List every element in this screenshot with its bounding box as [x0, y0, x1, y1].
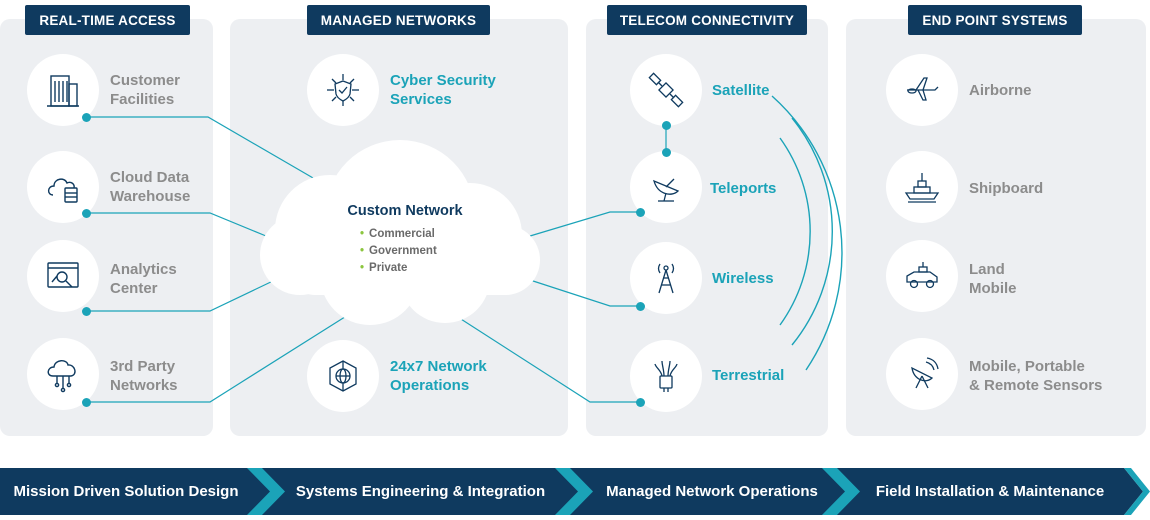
radio-tower-icon — [657, 263, 675, 294]
connector-teleports — [529, 211, 640, 237]
analytics-screen-icon-circle — [27, 240, 99, 312]
security-shield-icon-circle — [307, 54, 379, 126]
title-managed-networks: MANAGED NETWORKS — [307, 5, 490, 35]
custom-network-title: Custom Network — [347, 203, 463, 219]
connector-analytics-center — [86, 279, 276, 312]
connector-dot — [662, 148, 671, 157]
process-steps-bar: Mission Driven Solution Design Systems E… — [0, 468, 1150, 515]
process-step-installation: Field Installation & Maintenance — [875, 483, 1105, 500]
connector-terrestrial — [449, 311, 640, 403]
connector-dot — [662, 121, 671, 130]
panel-telecom-connectivity — [586, 19, 828, 436]
sensor-antenna-icon-circle — [886, 338, 958, 410]
telecom-item-label: Terrestrial — [712, 367, 785, 384]
process-step-engineering: Systems Engineering & Integration — [295, 483, 546, 500]
connector-dot — [82, 113, 91, 122]
connector-cloud-data-warehouse — [86, 212, 267, 237]
analytics-screen-icon — [47, 262, 79, 288]
telecom-item-label: Teleports — [710, 180, 777, 197]
telecom-item-label: Wireless — [712, 270, 774, 287]
connector-dot — [82, 307, 91, 316]
process-step-design: Mission Driven Solution Design — [13, 483, 239, 500]
connector-dot — [82, 209, 91, 218]
drone-aircraft-icon-circle — [886, 54, 958, 126]
globe-network-icon-circle — [307, 340, 379, 412]
fiber-cable-icon-circle — [630, 340, 702, 412]
endpoint-item-label: Mobile, Portable& Remote Sensors — [969, 358, 1103, 394]
custom-network-item: Commercial — [360, 226, 490, 243]
connector-dot — [82, 398, 91, 407]
connector-3rd-party-networks — [86, 314, 349, 403]
cloud-network-icon — [47, 360, 76, 393]
building-icon — [47, 75, 79, 107]
title-end-point-systems: END POINT SYSTEMS — [908, 5, 1082, 35]
endpoint-item-label: Airborne — [969, 82, 1032, 99]
sensor-antenna-icon — [911, 357, 939, 389]
connector-wireless — [529, 279, 640, 307]
satellite-dish-icon — [653, 178, 680, 202]
custom-network-item: Private — [360, 260, 490, 277]
security-shield-icon — [327, 74, 359, 106]
satellite-icon — [648, 72, 684, 108]
signal-arcs — [771, 95, 843, 371]
drone-aircraft-icon — [907, 77, 939, 101]
process-chevrons — [0, 468, 1150, 515]
connector-dot — [636, 208, 645, 217]
connector-dot — [636, 302, 645, 311]
custom-network-text: Custom Network Commercial Government Pri… — [320, 203, 490, 277]
fiber-cable-icon — [654, 360, 678, 392]
globe-network-icon — [329, 360, 357, 392]
military-vehicle-icon — [906, 262, 938, 289]
title-telecom-connectivity: TELECOM CONNECTIVITY — [607, 5, 807, 35]
ship-icon-circle — [886, 151, 958, 223]
process-step-operations: Managed Network Operations — [606, 483, 818, 500]
title-real-time-access: REAL-TIME ACCESS — [25, 5, 190, 35]
ship-icon — [904, 173, 940, 203]
endpoint-item-label: Shipboard — [969, 180, 1044, 197]
connector-customer-facilities — [86, 116, 321, 183]
connector-dot — [636, 398, 645, 407]
satellite-icon-circle — [630, 54, 702, 126]
custom-network-list: Commercial Government Private — [360, 226, 490, 277]
custom-network-item: Government — [360, 243, 490, 260]
telecom-item-label: Satellite — [712, 82, 770, 99]
military-vehicle-icon-circle — [886, 240, 958, 312]
cloud-database-icon — [47, 178, 78, 203]
